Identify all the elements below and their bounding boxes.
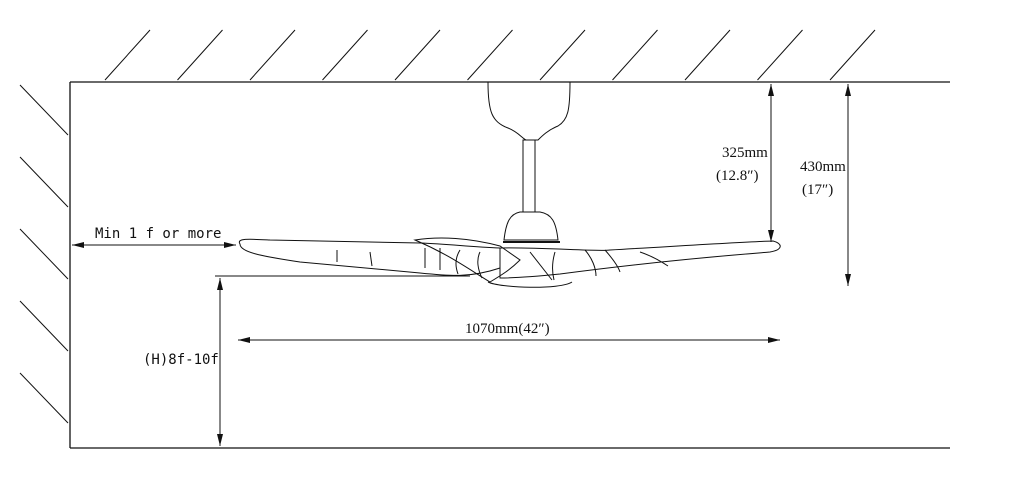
ceiling-hatch-line xyxy=(539,29,586,81)
wall-hatch-line xyxy=(19,156,69,208)
downrod xyxy=(522,139,536,213)
right-blade xyxy=(499,240,781,279)
side-clearance-label: Min 1 f or more xyxy=(95,226,221,242)
wall xyxy=(19,82,71,448)
wall-hatch-line xyxy=(19,372,69,424)
total-drop-mm-label: 430mm xyxy=(800,159,846,175)
ceiling-fan xyxy=(238,81,781,288)
dimension-lines xyxy=(72,84,851,446)
ceiling-hatch-line xyxy=(467,29,513,81)
ceiling-hatch-line xyxy=(612,29,658,81)
wall-hatch-line xyxy=(19,84,69,136)
ceiling-hatch-line xyxy=(829,29,876,81)
ceiling-hatch-line xyxy=(177,29,223,81)
wall-hatch-line xyxy=(19,228,69,280)
canopy xyxy=(487,81,571,141)
blade-span-label: 1070mm(42″) xyxy=(465,321,550,337)
ceiling-hatch-line xyxy=(249,29,296,81)
ceiling-hatch-line xyxy=(394,29,441,81)
lower-cap xyxy=(487,281,573,288)
ceiling-hatch-line xyxy=(684,29,731,81)
left-blade xyxy=(238,238,501,276)
fan-drop-in-label: (12.8″) xyxy=(716,168,759,184)
center-blade xyxy=(413,237,521,283)
blade-ribs xyxy=(336,248,669,281)
mount-height-label: (H)8f-10f xyxy=(143,352,219,368)
fan-drop-mm-label: 325mm xyxy=(722,145,768,161)
wall-hatch-line xyxy=(19,300,69,352)
ceiling xyxy=(70,29,950,83)
ceiling-hatch-line xyxy=(322,29,368,81)
ceiling-hatch-line xyxy=(757,29,803,81)
motor-housing xyxy=(503,211,559,241)
ceiling-hatch-line xyxy=(104,29,151,81)
total-drop-in-label: (17″) xyxy=(802,182,833,198)
